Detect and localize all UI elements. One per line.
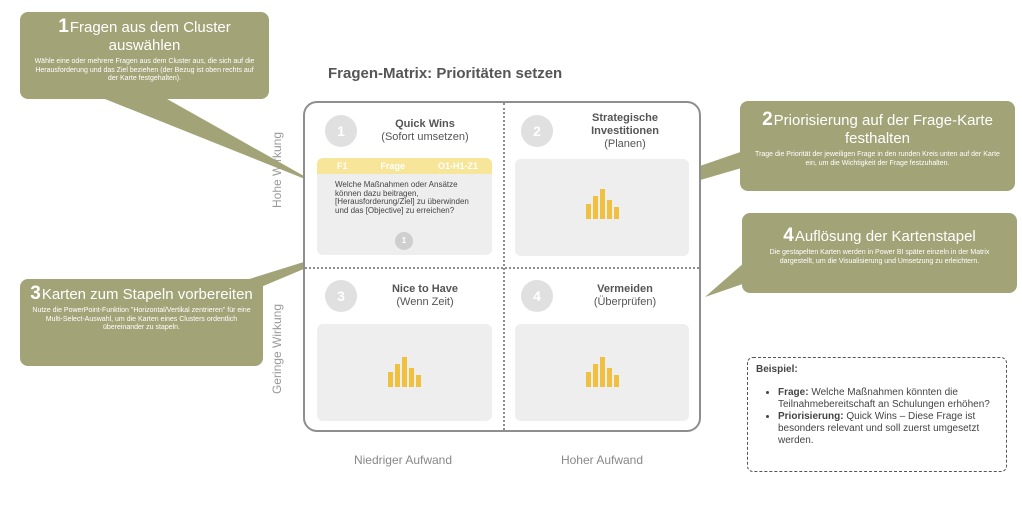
- axis-x-right-label: Hoher Aufwand: [560, 453, 644, 467]
- quadrant-2-title: Strategische Investitionen: [591, 112, 659, 137]
- quadrant-4-title-block: Vermeiden (Überprüfen): [560, 283, 690, 309]
- callout-2-title: Priorisierung auf der Frage-Karte festha…: [773, 112, 993, 147]
- quadrant-3-number: 3: [325, 280, 357, 312]
- callout-2-description: Trage die Priorität der jeweiligen Frage…: [755, 151, 1000, 167]
- quadrant-2-placeholder-box: [515, 159, 689, 256]
- horizontal-divider: [305, 267, 699, 269]
- quadrant-3-title: Nice to Have: [391, 283, 459, 295]
- axis-x-left-label: Niedriger Aufwand: [353, 453, 453, 467]
- callout-4-title: Auflösung der Kartenstapel: [794, 228, 976, 245]
- axis-y-top-label: Hohe Wirkung: [270, 131, 284, 209]
- bar-chart-icon: [586, 189, 621, 219]
- quadrant-2-subtitle: (Planen): [604, 138, 646, 150]
- quadrant-3-subtitle: (Wenn Zeit): [396, 296, 454, 308]
- quadrant-2-title-block: Strategische Investitionen (Planen): [560, 112, 690, 151]
- callout-4-number: 4: [783, 225, 794, 246]
- quadrant-1-number: 1: [325, 115, 357, 147]
- callout-3-title: Karten zum Stapeln vorbereiten: [41, 286, 253, 303]
- priority-matrix: 1 Quick Wins (Sofort umsetzen) F1 Frage …: [303, 101, 701, 432]
- callout-step-3: 3Karten zum Stapeln vorbereiten Nutze di…: [20, 279, 263, 366]
- example-question-text: Welche Maßnahmen könnten die Teilnahmebe…: [778, 387, 990, 410]
- quadrant-3-title-block: Nice to Have (Wenn Zeit): [360, 283, 490, 309]
- callout-4-description: Die gestapelten Karten werden in Power B…: [769, 249, 990, 265]
- card-label: Frage: [380, 161, 405, 171]
- quadrant-1-title-block: Quick Wins (Sofort umsetzen): [360, 118, 490, 144]
- example-item-question: Frage: Welche Maßnahmen könnten die Teil…: [778, 387, 998, 411]
- matrix-title: Fragen-Matrix: Prioritäten setzen: [328, 65, 563, 82]
- example-list: Frage: Welche Maßnahmen könnten die Teil…: [756, 387, 998, 447]
- bar-chart-icon: [388, 357, 423, 387]
- quadrant-1-title: Quick Wins: [395, 118, 455, 130]
- card-id-right: O1-H1-Z1: [437, 161, 478, 171]
- callout-step-1: 1Fragen aus dem Cluster auswählen Wähle …: [20, 12, 269, 99]
- callout-3-description: Nutze die PowerPoint-Funktion "Horizonta…: [32, 307, 251, 331]
- callout-1-pointer: [95, 95, 320, 185]
- question-card[interactable]: F1 Frage O1-H1-Z1 Welche Maßnahmen oder …: [317, 158, 492, 255]
- card-id-left: F1: [337, 161, 348, 171]
- quadrant-3-placeholder-box: [317, 324, 492, 421]
- example-item-priority: Priorisierung: Quick Wins – Diese Frage …: [778, 411, 998, 447]
- callout-3-number: 3: [30, 283, 41, 304]
- quadrant-4-placeholder-box: [515, 324, 689, 421]
- quadrant-1-subtitle: (Sofort umsetzen): [381, 131, 469, 143]
- callout-2-number: 2: [762, 109, 773, 130]
- example-priority-label: Priorisierung:: [778, 411, 844, 422]
- callout-1-number: 1: [58, 16, 69, 37]
- card-priority-circle[interactable]: 1: [395, 232, 413, 250]
- vertical-divider: [503, 103, 505, 430]
- card-question-text: Welche Maßnahmen oder Ansätze können daz…: [335, 180, 469, 215]
- quadrant-4-number: 4: [521, 280, 553, 312]
- bar-chart-icon: [586, 357, 621, 387]
- example-box: Beispiel: Frage: Welche Maßnahmen könnte…: [747, 357, 1007, 472]
- example-priority-text: Quick Wins – Diese Frage ist besonders r…: [778, 411, 980, 446]
- axis-y-bottom-label: Geringe Wirkung: [270, 303, 284, 395]
- quadrant-4-title: Vermeiden: [597, 283, 653, 295]
- quadrant-2-number: 2: [521, 115, 553, 147]
- callout-1-title: Fragen aus dem Cluster auswählen: [69, 19, 231, 54]
- example-title: Beispiel:: [756, 364, 798, 375]
- example-question-label: Frage:: [778, 387, 809, 398]
- quadrant-4-subtitle: (Überprüfen): [593, 296, 657, 308]
- callout-1-description: Wähle eine oder mehrere Fragen aus dem C…: [34, 58, 255, 82]
- callout-step-2: 2Priorisierung auf der Frage-Karte festh…: [740, 101, 1015, 191]
- callout-step-4: 4Auflösung der Kartenstapel Die gestapel…: [742, 213, 1017, 293]
- card-header: F1 Frage O1-H1-Z1: [317, 158, 492, 174]
